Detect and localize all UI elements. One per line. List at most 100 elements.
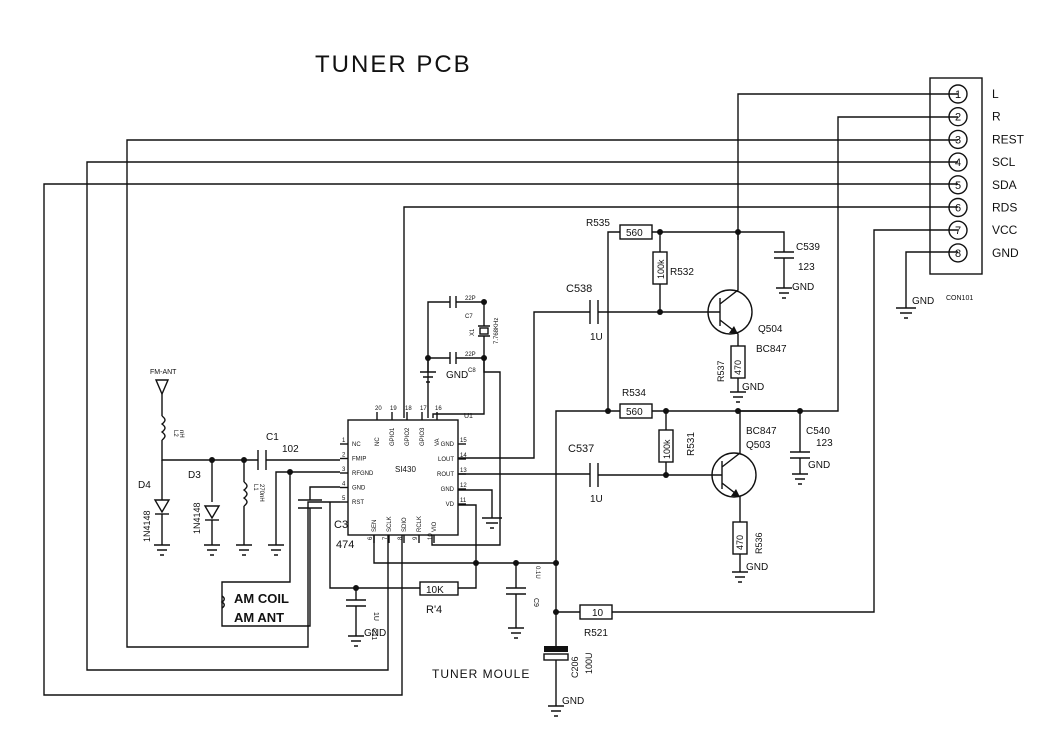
c7-value: 22P xyxy=(465,296,476,302)
ic-pin-name: NC xyxy=(375,437,381,446)
fm-ant-label: FM-ANT xyxy=(150,369,177,376)
r535-value: 560 xyxy=(626,228,643,239)
ic-part: SI430 xyxy=(395,465,416,474)
page-title: TUNER PCB xyxy=(315,51,472,78)
ic-pin-name: VIO xyxy=(432,521,438,532)
gnd-label-r537: GND xyxy=(742,382,764,393)
c540-label: C540 xyxy=(806,426,830,437)
ic-pin-name: GPIO3 xyxy=(420,427,426,446)
q504-type: BC847 xyxy=(756,344,787,355)
r531-label: R531 xyxy=(686,432,697,456)
c539-value: 123 xyxy=(798,262,815,273)
am-ant-label: AM ANT xyxy=(234,610,284,625)
ic-pin-number: 3 xyxy=(342,467,346,473)
c3-label: C3 xyxy=(334,519,348,531)
ic-pin-number: 10 xyxy=(428,533,434,540)
c538-label: C538 xyxy=(566,283,592,295)
connector-pin-name: SDA xyxy=(992,178,1017,192)
ic-pin-name: GND xyxy=(441,487,455,493)
r521-label: R521 xyxy=(584,628,608,639)
ic-pin-name: SCLK xyxy=(387,516,393,532)
ic-pin-number: 6 xyxy=(368,536,374,540)
l2-label: L2 xyxy=(172,430,178,437)
c206-label: C206 xyxy=(570,656,580,678)
connector-pin-name: SCL xyxy=(992,155,1016,169)
c540-value: 123 xyxy=(816,438,833,449)
r4-value: 10K xyxy=(426,585,444,596)
ic-pin-name: GND xyxy=(441,442,455,448)
ic-pin-name: VA xyxy=(435,438,441,446)
ic-pin-name: NC xyxy=(352,442,361,448)
ic-pin-number: 14 xyxy=(460,453,467,459)
ic-pin-number: 4 xyxy=(342,482,346,488)
ic-pin-name: RST xyxy=(352,500,364,506)
crystal-section: 22P C7 X1 7.768KHz GND 22P C8 xyxy=(420,296,501,546)
power-section: 10 R521 C206 100U GND TUNER MOULE xyxy=(432,560,613,717)
ic-pin-number: 20 xyxy=(375,406,382,412)
d3-label: D3 xyxy=(188,470,201,481)
connector-ref: CON101 xyxy=(946,295,973,302)
q503-label: Q503 xyxy=(746,440,771,451)
fm-frontend: FM-ANT L2 nH C1 102 D4 1N4148 D3 1N4148 … xyxy=(138,369,340,556)
ic-pin-name: FMIP xyxy=(352,457,366,463)
c3-value: 474 xyxy=(336,539,354,551)
connector-pin-name: REST xyxy=(992,132,1025,146)
ic-pin-name: RCLK xyxy=(417,516,423,532)
l1-value: 270nH xyxy=(258,484,264,502)
ic-pin-name: ROUT xyxy=(437,472,454,478)
r4-label: R'4 xyxy=(426,604,442,616)
c537-label: C537 xyxy=(568,443,594,455)
r535-label: R535 xyxy=(586,218,610,229)
right-audio-stage: 560 R534 100k R531 C537 1U BC847 Q503 C5… xyxy=(458,388,833,612)
ic-ref: U1 xyxy=(464,413,473,420)
gnd-label-c540: GND xyxy=(808,460,830,471)
bus-wires xyxy=(43,93,958,696)
ic-pin-number: 11 xyxy=(460,498,467,504)
r534-value: 560 xyxy=(626,407,643,418)
ic-pin-name: SEN xyxy=(372,520,378,532)
c537-value: 1U xyxy=(590,494,603,505)
c9-value: 0.1U xyxy=(534,566,540,579)
connector-pin-circle xyxy=(948,243,968,263)
r521-value: 10 xyxy=(592,608,604,619)
r537-label: R537 xyxy=(716,360,726,382)
ic-body xyxy=(347,419,459,536)
connector-pin-number: 1 xyxy=(955,89,961,101)
connector-pin-number: 8 xyxy=(955,248,961,260)
ic-pin-number: 5 xyxy=(342,496,346,502)
gnd-label-c11: GND xyxy=(364,628,386,639)
d4-label: D4 xyxy=(138,480,151,491)
c11-label: C11 xyxy=(370,628,377,640)
c8-value: 22P xyxy=(465,352,476,358)
r537-value: 470 xyxy=(733,360,743,375)
connector-pin-number: 7 xyxy=(955,225,961,237)
ic-pin-number: 15 xyxy=(460,438,467,444)
gnd-label-crystal: GND xyxy=(446,370,468,381)
connector-pin-number: 6 xyxy=(955,203,961,215)
gnd-label-r536: GND xyxy=(746,562,768,573)
ic-pin-number: 9 xyxy=(413,536,419,540)
l2-value: nH xyxy=(178,430,184,438)
l1-label: L1 xyxy=(252,484,258,491)
ic-pin-name: LOUT xyxy=(438,457,454,463)
am-coil-label: AM COIL xyxy=(234,591,289,606)
connector-pin-name: VCC xyxy=(992,223,1018,237)
c1-label: C1 xyxy=(266,432,279,443)
r531-value: 100k xyxy=(662,439,672,459)
c7-label: C7 xyxy=(465,314,473,320)
reset-section: 1U C11 GND 10K R'4 0.1U C9 xyxy=(329,489,556,647)
c11-value: 1U xyxy=(372,612,379,621)
ic-pin-name: RFGND xyxy=(352,471,374,477)
connector-pin-name: RDS xyxy=(992,201,1017,215)
q503-type: BC847 xyxy=(746,426,777,437)
q504-label: Q504 xyxy=(758,324,783,335)
ic-pin-number: 12 xyxy=(460,483,467,489)
connector-pin-number: 4 xyxy=(955,157,961,169)
x1-label: X1 xyxy=(470,328,476,336)
connector-pin-name: R xyxy=(992,110,1001,124)
gnd-label-connector: GND xyxy=(912,296,934,307)
c539-label: C539 xyxy=(796,242,820,253)
